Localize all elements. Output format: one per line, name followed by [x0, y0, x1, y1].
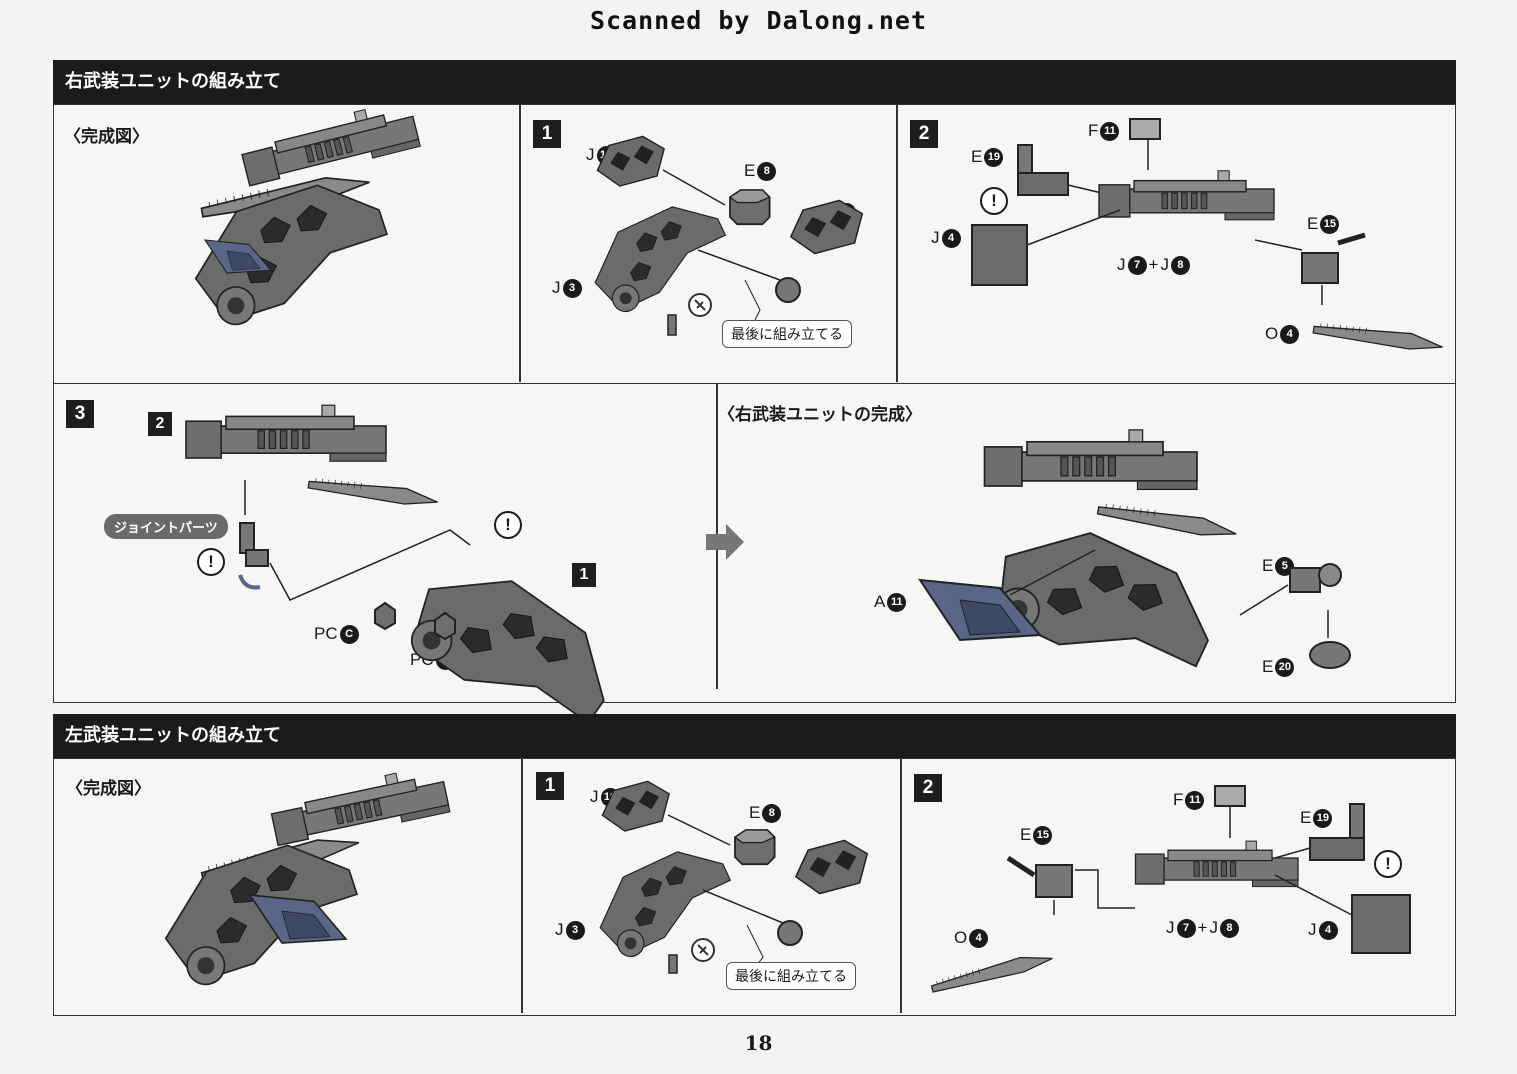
- left-complete-illustration: [149, 763, 451, 994]
- section-title-right: 右武装ユニットの組み立て: [53, 60, 1456, 104]
- step-number: 1: [536, 772, 564, 800]
- right-finished-illustration: [919, 429, 1351, 708]
- page-number: 18: [744, 1031, 773, 1055]
- section-title-left: 左武装ユニットの組み立て: [53, 714, 1456, 758]
- step-number: 2: [910, 120, 938, 148]
- right-step1-illustration: [579, 131, 870, 336]
- step-number: 2: [914, 774, 942, 802]
- right-step2-illustration: [971, 118, 1445, 355]
- assembly-note: 最後に組み立てる: [726, 962, 856, 990]
- divider: [519, 105, 521, 382]
- complete-view-label: 〈完成図〉: [66, 779, 151, 799]
- step-number: 1: [533, 120, 561, 148]
- finished-title: 〈右武装ユニットの完成〉: [718, 405, 922, 425]
- joint-parts-label: ジョイントパーツ: [104, 514, 228, 539]
- arrow-right-icon: [706, 524, 744, 560]
- step-number: 3: [66, 400, 94, 428]
- divider: [900, 759, 902, 1013]
- ref-step-number: 2: [148, 412, 172, 436]
- exclamation-icon: !: [494, 511, 522, 539]
- exclamation-icon: !: [980, 187, 1008, 215]
- divider: [896, 105, 898, 382]
- left-step2-illustration: [929, 785, 1411, 996]
- exclamation-icon: !: [197, 548, 225, 576]
- ref-step-number: 1: [572, 563, 596, 587]
- right-complete-illustration: [179, 97, 421, 334]
- assembly-note: 最後に組み立てる: [722, 320, 852, 348]
- exclamation-icon: !: [1374, 850, 1402, 878]
- complete-view-label: 〈完成図〉: [64, 127, 149, 147]
- right-step3-illustration: [185, 404, 631, 759]
- scan-watermark: Scanned by Dalong.net: [589, 6, 928, 35]
- left-step1-illustration: [584, 776, 875, 974]
- divider: [521, 759, 523, 1013]
